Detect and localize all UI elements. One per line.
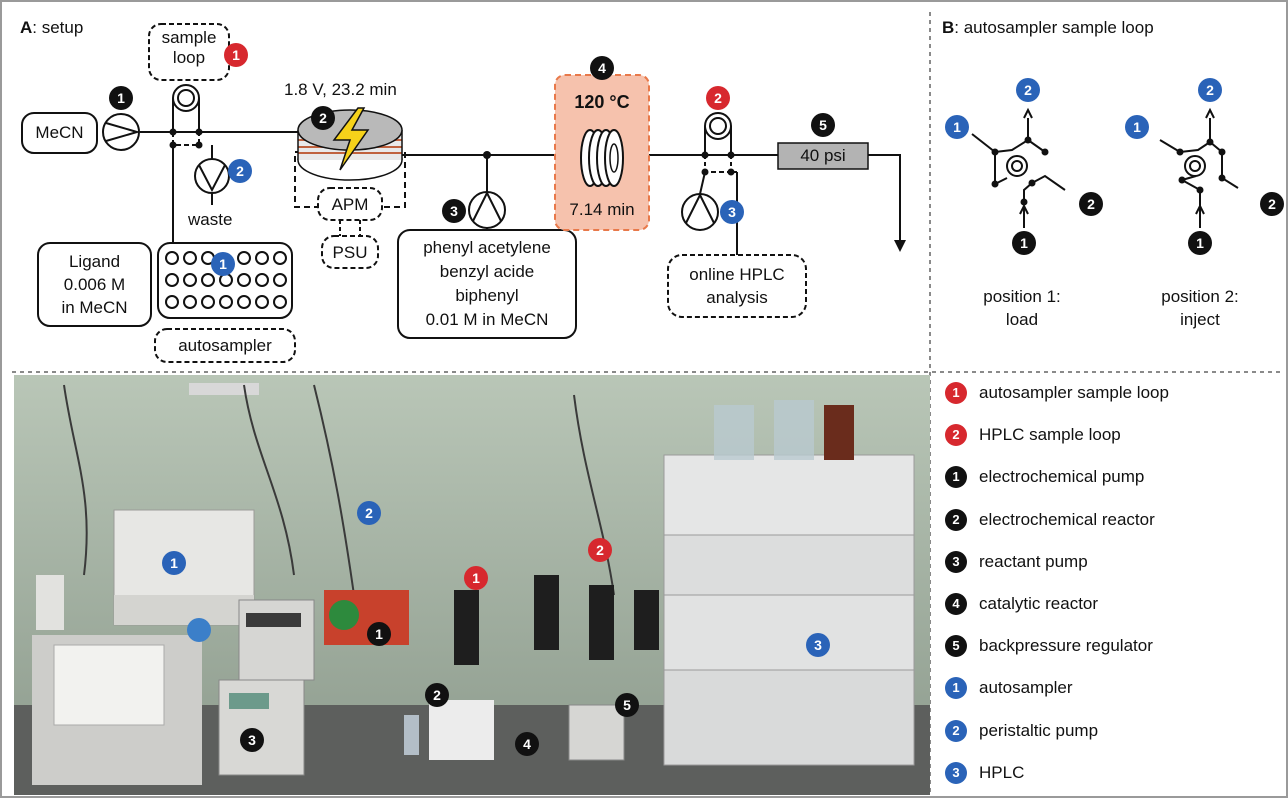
legend-label: catalytic reactor	[979, 594, 1099, 613]
position-2-label: position 2:inject	[1161, 287, 1239, 329]
autosampler-label: autosampler	[178, 336, 272, 355]
legend-label: autosampler	[979, 678, 1073, 698]
reactant-pump	[468, 191, 506, 229]
apm-box	[317, 187, 383, 221]
legend-item: 4 catalytic reactor	[945, 591, 1098, 617]
legend-badge: 4	[945, 593, 967, 615]
legend-item: 1 electrochemical pump	[945, 464, 1144, 490]
temperature-label: 120 °C	[574, 92, 630, 112]
lightning-icon	[332, 107, 370, 171]
legend-item: 2 HPLC sample loop	[945, 422, 1121, 448]
legend-badge: 3	[945, 761, 967, 784]
legend-label: electrochemical pump	[979, 467, 1145, 487]
panel-b-title: B: autosampler sample loop	[942, 18, 1154, 37]
sample-loop-coil	[172, 84, 200, 112]
legend-badge: 2	[945, 719, 967, 742]
hplc-sample-loop	[704, 112, 732, 140]
apm-label: APM	[331, 195, 369, 214]
legend-badge: 1	[945, 466, 967, 489]
legend-item: 1 autosampler	[945, 675, 1073, 701]
vial-grid	[165, 251, 287, 309]
mecn-label: MeCN	[35, 123, 84, 142]
legend-item: 5 backpressure regulator	[945, 633, 1153, 659]
panel-a-title: A: setup	[20, 18, 84, 37]
mecn-box	[21, 112, 98, 154]
backpressure-regulator	[777, 142, 869, 170]
residence-time-label: 7.14 min	[569, 200, 635, 219]
legend-item: 2 peristaltic pump	[945, 718, 1098, 744]
legend-label: HPLC	[979, 762, 1025, 782]
photo-psu	[238, 599, 315, 681]
valve-diagrams	[971, 107, 1239, 228]
ligand-box	[37, 242, 152, 327]
legend-badge: 2	[945, 508, 967, 531]
reactant-box	[397, 229, 577, 339]
legend-item: 3 reactant pump	[945, 549, 1088, 575]
photo-autosampler	[32, 509, 255, 785]
legend-badge: 2	[945, 424, 967, 447]
psu-box	[321, 235, 379, 269]
legend-label: HPLC sample loop	[979, 425, 1121, 445]
hplc-pump	[681, 193, 719, 231]
legend-badge: 3	[945, 550, 967, 573]
psu-label: PSU	[332, 243, 368, 262]
legend-label: peristaltic pump	[979, 720, 1099, 740]
autosampler-label-box	[154, 328, 296, 363]
legend-label: electrochemical reactor	[979, 509, 1155, 529]
hplc-analysis-box	[667, 254, 807, 318]
legend-label: autosampler sample loop	[979, 383, 1169, 402]
legend-item: 3 HPLC	[945, 760, 1024, 786]
backpressure-label: 40 psi	[800, 146, 846, 165]
flow-scheme	[21, 23, 906, 363]
electrochemical-reactor	[297, 107, 403, 181]
reactor-conditions: 1.8 V, 23.2 min	[284, 80, 397, 99]
coil-reactor	[580, 129, 624, 187]
lab-photo	[14, 375, 930, 795]
legend-badge: 1	[945, 677, 967, 700]
legend-label: reactant pump	[979, 551, 1088, 571]
waste-label: waste	[188, 210, 233, 229]
legend-label: backpressure regulator	[979, 636, 1153, 656]
position-1-label: position 1:load	[983, 287, 1061, 329]
legend-badge: 1	[945, 382, 967, 404]
legend-item: 2 electrochemical reactor	[945, 507, 1155, 533]
outlet-arrow	[894, 240, 906, 252]
photo-hplc	[663, 400, 915, 766]
legend-item: 1 autosampler sample loop	[945, 380, 1169, 406]
legend-badge: 5	[945, 635, 967, 658]
